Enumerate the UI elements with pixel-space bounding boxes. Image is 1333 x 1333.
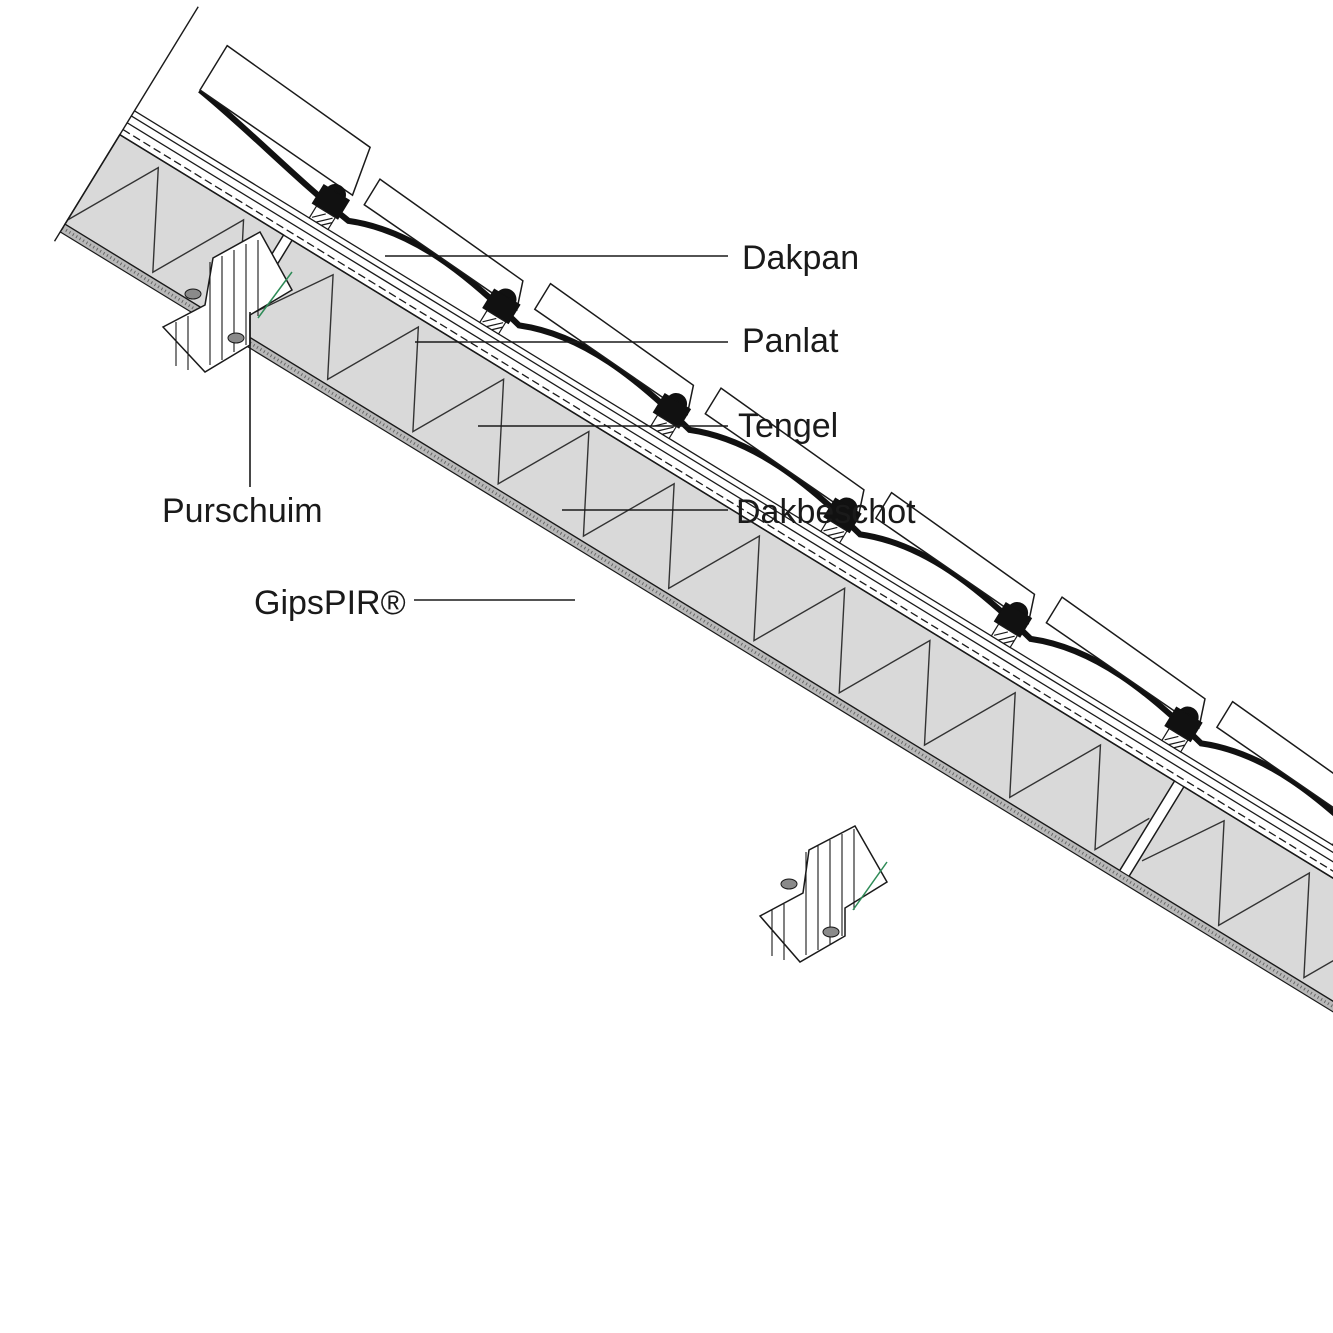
panlat <box>311 183 351 220</box>
label-tengel: Tengel <box>738 407 838 445</box>
purschuim-upper <box>184 271 293 344</box>
tengel <box>990 623 1019 649</box>
panlat <box>823 497 862 534</box>
gypsum-facing <box>59 223 1333 1046</box>
section-break-line-top <box>53 6 199 242</box>
purlin-lower <box>758 825 889 963</box>
dakpan-group <box>198 44 1333 834</box>
label-panlat: Panlat <box>742 322 839 360</box>
tengel <box>820 518 848 544</box>
dakbeschot-layer <box>119 110 1333 948</box>
gipspir-board <box>1128 785 1333 1038</box>
dakpan <box>1215 700 1333 834</box>
tengel <box>478 309 507 335</box>
panlat <box>652 392 692 429</box>
panlat <box>482 288 521 325</box>
label-dakpan: Dakpan <box>742 239 859 277</box>
gipspir-board <box>236 239 1176 872</box>
label-purschuim: Purschuim <box>162 492 323 530</box>
panlat-group <box>311 183 1203 743</box>
panlat <box>1164 706 1203 743</box>
purschuim-lower <box>780 861 888 938</box>
dakbeschot-line <box>134 110 1333 924</box>
dakbeschot-line <box>130 115 1333 929</box>
dakbeschot-line <box>119 134 1333 948</box>
dakpan <box>198 44 372 197</box>
purlin-upper <box>161 230 294 373</box>
label-dakbeschot: Dakbeschot <box>736 493 916 531</box>
label-gipspir: GipsPIR® <box>254 584 406 622</box>
panlat <box>993 601 1033 638</box>
tengel <box>308 205 337 231</box>
dakbeschot-line <box>126 122 1333 936</box>
tengel <box>1161 727 1189 753</box>
dakbeschot-dashed-line <box>122 129 1333 943</box>
roof-build-up <box>53 6 1333 1046</box>
leader-lines <box>249 255 728 601</box>
roof-membrane <box>198 87 1333 887</box>
